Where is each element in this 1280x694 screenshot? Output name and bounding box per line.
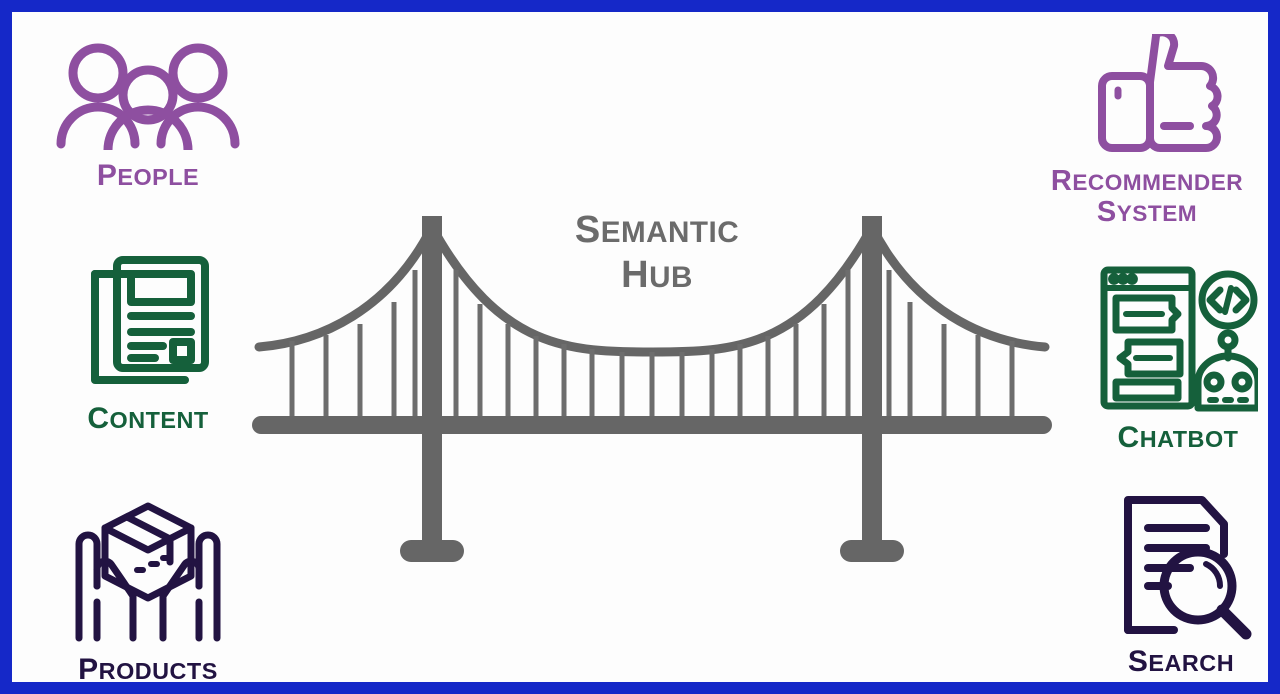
node-content[interactable]: CONTENT <box>60 250 236 435</box>
node-search[interactable]: SEARCH <box>1098 490 1264 678</box>
title-line-1: SEMANTIC <box>574 209 740 251</box>
node-content-label: CONTENT <box>87 402 209 435</box>
documents-stack-icon <box>73 250 223 395</box>
node-products[interactable]: PRODUCTS <box>54 498 242 682</box>
node-recommender-label: RECOMMENDER SYSTEM <box>1050 165 1244 229</box>
page-title: SEMANTIC HUB <box>512 208 802 298</box>
node-recommender-system[interactable]: RECOMMENDER SYSTEM <box>1024 28 1268 229</box>
document-magnifier-icon <box>1106 490 1256 640</box>
chat-window-robot-icon <box>1098 264 1262 416</box>
semantic-hub-bridge <box>240 192 1064 582</box>
people-group-icon <box>55 40 241 155</box>
title-line-1-initial: S <box>574 209 601 251</box>
node-search-label: SEARCH <box>1127 645 1235 678</box>
title-line-2: HUB <box>621 253 693 296</box>
thumbs-up-icon <box>1064 28 1230 158</box>
node-chatbot-label: CHATBOT <box>1117 421 1239 454</box>
node-chatbot[interactable]: CHATBOT <box>1088 264 1268 454</box>
diagram-canvas: SEMANTIC HUB PEOPLE <box>12 12 1268 682</box>
node-products-label: PRODUCTS <box>78 653 218 682</box>
title-line-2-initial: H <box>621 253 650 296</box>
suspension-bridge-icon <box>252 216 1052 562</box>
node-people-label: PEOPLE <box>96 159 200 192</box>
hands-holding-box-icon <box>63 498 233 646</box>
node-people[interactable]: PEOPLE <box>50 40 246 192</box>
